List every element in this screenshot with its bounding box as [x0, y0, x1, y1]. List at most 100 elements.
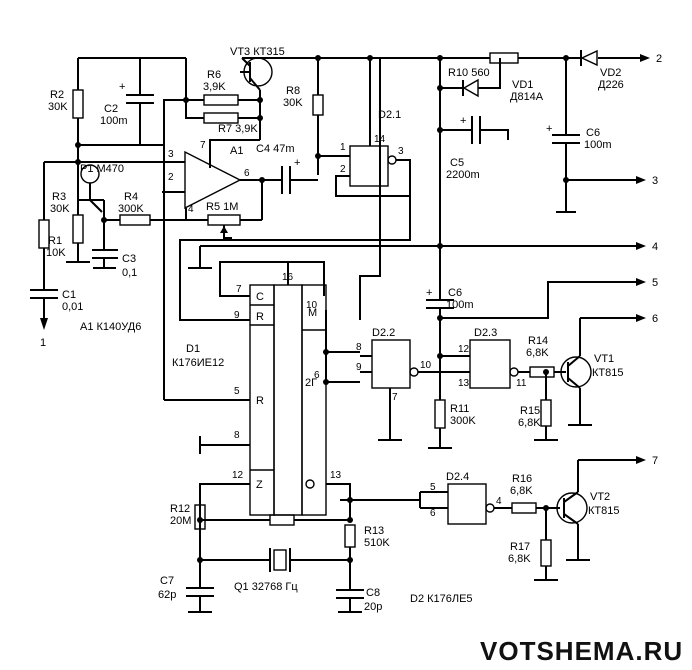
- pin-d1-7: 7: [236, 284, 242, 295]
- d2-type-label: D2 К176ЛЕ5: [410, 593, 473, 605]
- terminal-4: 4: [652, 241, 658, 253]
- r15-label: R15: [520, 405, 540, 417]
- c7-value: 62p: [158, 589, 176, 601]
- r13-resistor: [344, 524, 356, 548]
- pin-d22-9: 9: [356, 362, 362, 373]
- c5-label: C5: [450, 157, 464, 169]
- r5-label: R5 1M: [206, 201, 238, 213]
- pin-d1-9: 9: [234, 310, 240, 321]
- r6-value: 3,9K: [203, 81, 226, 93]
- terminal-6: 6: [652, 313, 658, 325]
- pin-d1-10: 10: [306, 300, 318, 311]
- c2-value: 100m: [100, 115, 128, 127]
- r6-label: R6: [207, 69, 221, 81]
- pin-d21-1: 1: [340, 142, 346, 153]
- pin-d21-2: 2: [340, 164, 346, 175]
- r13-value: 510K: [364, 537, 390, 549]
- r13-label: R13: [364, 525, 384, 537]
- top-rail: [163, 49, 650, 145]
- pin-a1-7: 7: [200, 140, 206, 151]
- r14-resistor: [529, 366, 555, 378]
- r15-resistor: [540, 399, 552, 427]
- pin-d1-8: 8: [234, 430, 240, 441]
- r8-resistor: [312, 94, 324, 116]
- r12-value: 20M: [170, 515, 191, 527]
- d21-label: D2.1: [378, 109, 401, 121]
- pin-d22-8: 8: [356, 342, 362, 353]
- r8-value: 30K: [283, 97, 303, 109]
- c8-value: 20p: [364, 601, 382, 613]
- chip-label-r2: R: [256, 395, 264, 407]
- pin-d1-13: 13: [330, 470, 342, 481]
- r1-label: R1: [48, 235, 62, 247]
- vd2-diode: [580, 49, 598, 67]
- opamp-a1: [162, 150, 242, 210]
- chip-label-c: C: [256, 291, 264, 303]
- r16-label: R16: [512, 473, 532, 485]
- d23-label: D2.3: [474, 327, 497, 339]
- vd2-value: Д226: [598, 79, 624, 91]
- pin-d23-12: 12: [458, 344, 470, 355]
- p1-label: P1 M470: [80, 163, 124, 175]
- a1-type-label: A1 К140УД6: [80, 321, 141, 333]
- pin-d23-11: 11: [516, 378, 527, 389]
- terminal-3: 3: [652, 175, 658, 187]
- vt3-transistor: [240, 57, 273, 100]
- r16-resistor: [511, 502, 537, 514]
- svg-text:+: +: [546, 123, 552, 135]
- r4-resistor: [119, 214, 151, 226]
- pin-d24-6: 6: [430, 508, 436, 519]
- r16-value: 6,8K: [510, 485, 533, 497]
- r4-value: 300K: [118, 203, 144, 215]
- svg-text:+: +: [294, 157, 300, 169]
- c8-label: C8: [366, 587, 380, 599]
- pin-d23-13: 13: [458, 378, 470, 389]
- r2-resistor: [72, 89, 84, 119]
- pin-d1-16: 16: [282, 272, 294, 283]
- c1-value: 0,01: [62, 301, 83, 313]
- r17-resistor: [540, 539, 552, 567]
- d1-type-label: К176ИЕ12: [172, 357, 224, 369]
- d24-gate: [447, 483, 495, 525]
- vt3-label: VT3 КТ315: [230, 46, 285, 58]
- pin-d21-14: 14: [374, 134, 386, 145]
- svg-text:+: +: [460, 115, 466, 127]
- r14-value: 6,8K: [526, 347, 549, 359]
- q1-crystal: [269, 548, 291, 572]
- d1-internal-resistor: [269, 514, 295, 526]
- watermark: VOTSHEMA.RU: [480, 636, 683, 666]
- c6-top-label: C6: [586, 127, 600, 139]
- d23-gate: [469, 339, 519, 389]
- r6-resistor: [203, 94, 239, 106]
- svg-text:+: +: [119, 81, 125, 93]
- c6-middle-label: C6: [448, 287, 462, 299]
- c5-value: 2200m: [446, 169, 480, 181]
- vd2-label: VD2: [600, 67, 621, 79]
- c6-top-capacitor: +: [546, 123, 580, 144]
- chip-label-z: Z: [256, 479, 263, 491]
- r7-resistor: [203, 112, 239, 124]
- terminal-5: 5: [652, 277, 658, 289]
- pin-numbers: 3 2 7 4 6 1 14 2 3 16 7 9 10 6 5 8 12 13…: [168, 134, 527, 519]
- r3-label: R3: [52, 191, 66, 203]
- c7-capacitor: [186, 587, 214, 597]
- c8-capacitor: [336, 589, 364, 599]
- r11-resistor: [434, 399, 446, 429]
- pin-d1-5: 5: [234, 386, 240, 397]
- r10-resistor: [489, 52, 519, 64]
- pin-a1-6: 6: [244, 168, 250, 179]
- c3-value: 0,1: [122, 267, 137, 279]
- q1-label: Q1 32768 Гц: [234, 581, 298, 593]
- r15-value: 6,8K: [518, 417, 541, 429]
- chip-label-2g: 2Г: [305, 377, 317, 389]
- svg-text:+: +: [426, 287, 432, 299]
- vt1-label: VT1: [594, 353, 614, 365]
- vt1-transistor: [560, 317, 636, 426]
- terminal-1: 1: [40, 337, 46, 349]
- c1-label: C1: [62, 289, 76, 301]
- vd1-label: VD1: [512, 79, 533, 91]
- vt2-value: КТ815: [588, 505, 619, 517]
- chip-label-r1: R: [256, 311, 264, 323]
- r11-value: 300K: [450, 415, 476, 427]
